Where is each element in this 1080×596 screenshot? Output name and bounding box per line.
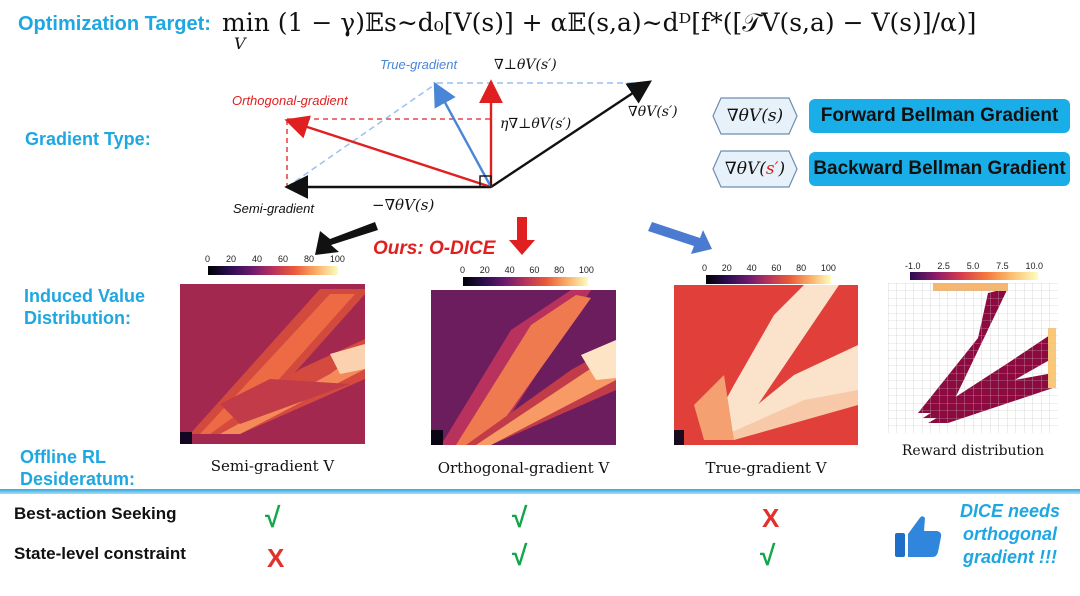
arrow-to-true-icon bbox=[648, 222, 712, 254]
backward-symbol-next-state: s′ bbox=[765, 159, 779, 179]
reward-heatmap bbox=[888, 283, 1058, 433]
forward-bellman-tag: Forward Bellman Gradient bbox=[809, 99, 1070, 133]
true-state-constraint-check: √ bbox=[760, 540, 776, 571]
optimization-formula: min (1 − γ)𝔼s∼d₀[V(s)] + α𝔼(s,a)∼dᴰ[f*([… bbox=[222, 8, 977, 37]
right-angle-marker bbox=[479, 175, 492, 188]
orthogonal-gradient-heatmap bbox=[431, 290, 616, 445]
desideratum-label: Offline RL Desideratum: bbox=[20, 447, 136, 489]
semi-gradient-heatmap bbox=[180, 284, 365, 444]
orthogonal-gradient-label: Orthogonal-gradient bbox=[232, 93, 348, 108]
semi-gradient-caption: Semi-gradient V bbox=[210, 457, 335, 475]
reward-caption: Reward distribution bbox=[901, 443, 1045, 459]
neg-grad-label: −∇θV(s) bbox=[372, 196, 435, 214]
ours-odice-label: Ours: O-DICE bbox=[373, 238, 496, 259]
true-best-action-cross: X bbox=[762, 503, 780, 533]
true-gradient-heatmap bbox=[674, 285, 858, 445]
forward-symbol: ∇θV(s) bbox=[726, 106, 784, 126]
induced-value-label: Induced Value Distribution: bbox=[24, 286, 146, 328]
orthogonal-gradient-caption: Orthogonal-gradient V bbox=[437, 459, 610, 477]
true-colorbar bbox=[706, 275, 831, 284]
dashed-blue-diagonal bbox=[286, 82, 438, 188]
semi-state-constraint-cross: X bbox=[267, 543, 285, 573]
orthogonal-gradient-arrow bbox=[284, 115, 492, 189]
orth-best-action-check: √ bbox=[512, 502, 528, 533]
eta-perp-grad-label: η∇⊥θV(s′) bbox=[500, 116, 572, 132]
row-best-action: Best-action Seeking bbox=[14, 504, 177, 523]
forward-symbol-box: ∇θV(s) bbox=[712, 97, 798, 135]
true-gradient-arrow bbox=[433, 81, 493, 188]
semi-colorbar bbox=[208, 266, 338, 275]
section-divider bbox=[0, 489, 1080, 494]
optimization-target-label: Optimization Target: bbox=[18, 13, 211, 35]
semi-best-action-check: √ bbox=[265, 502, 281, 533]
semi-gradient-label: Semi-gradient bbox=[233, 201, 314, 216]
formula-min-subscript: V bbox=[234, 34, 246, 53]
gradient-type-label: Gradient Type: bbox=[25, 129, 151, 149]
reward-colorbar bbox=[910, 272, 1038, 280]
grad-next-label: ∇θV(s′) bbox=[628, 104, 678, 120]
backward-bellman-tag: Backward Bellman Gradient bbox=[809, 152, 1070, 186]
backward-symbol-box: ∇θV(s′) bbox=[712, 150, 798, 188]
arrow-to-semi-icon bbox=[315, 222, 378, 255]
orth-colorbar bbox=[463, 277, 588, 286]
dice-conclusion: DICE needs orthogonal gradient !!! bbox=[959, 501, 1061, 567]
true-gradient-caption: True-gradient V bbox=[705, 459, 827, 477]
grad-next-state-arrow bbox=[490, 80, 653, 189]
arrow-to-orthogonal-icon bbox=[509, 217, 535, 255]
orth-state-constraint-check: √ bbox=[512, 540, 528, 571]
true-gradient-label: True-gradient bbox=[380, 57, 458, 72]
backward-symbol: ∇θV(s′) bbox=[724, 159, 786, 179]
perp-grad-label: ∇⊥θV(s′) bbox=[494, 57, 557, 73]
thumbs-up-icon bbox=[895, 516, 942, 557]
row-state-constraint: State-level constraint bbox=[14, 544, 186, 563]
